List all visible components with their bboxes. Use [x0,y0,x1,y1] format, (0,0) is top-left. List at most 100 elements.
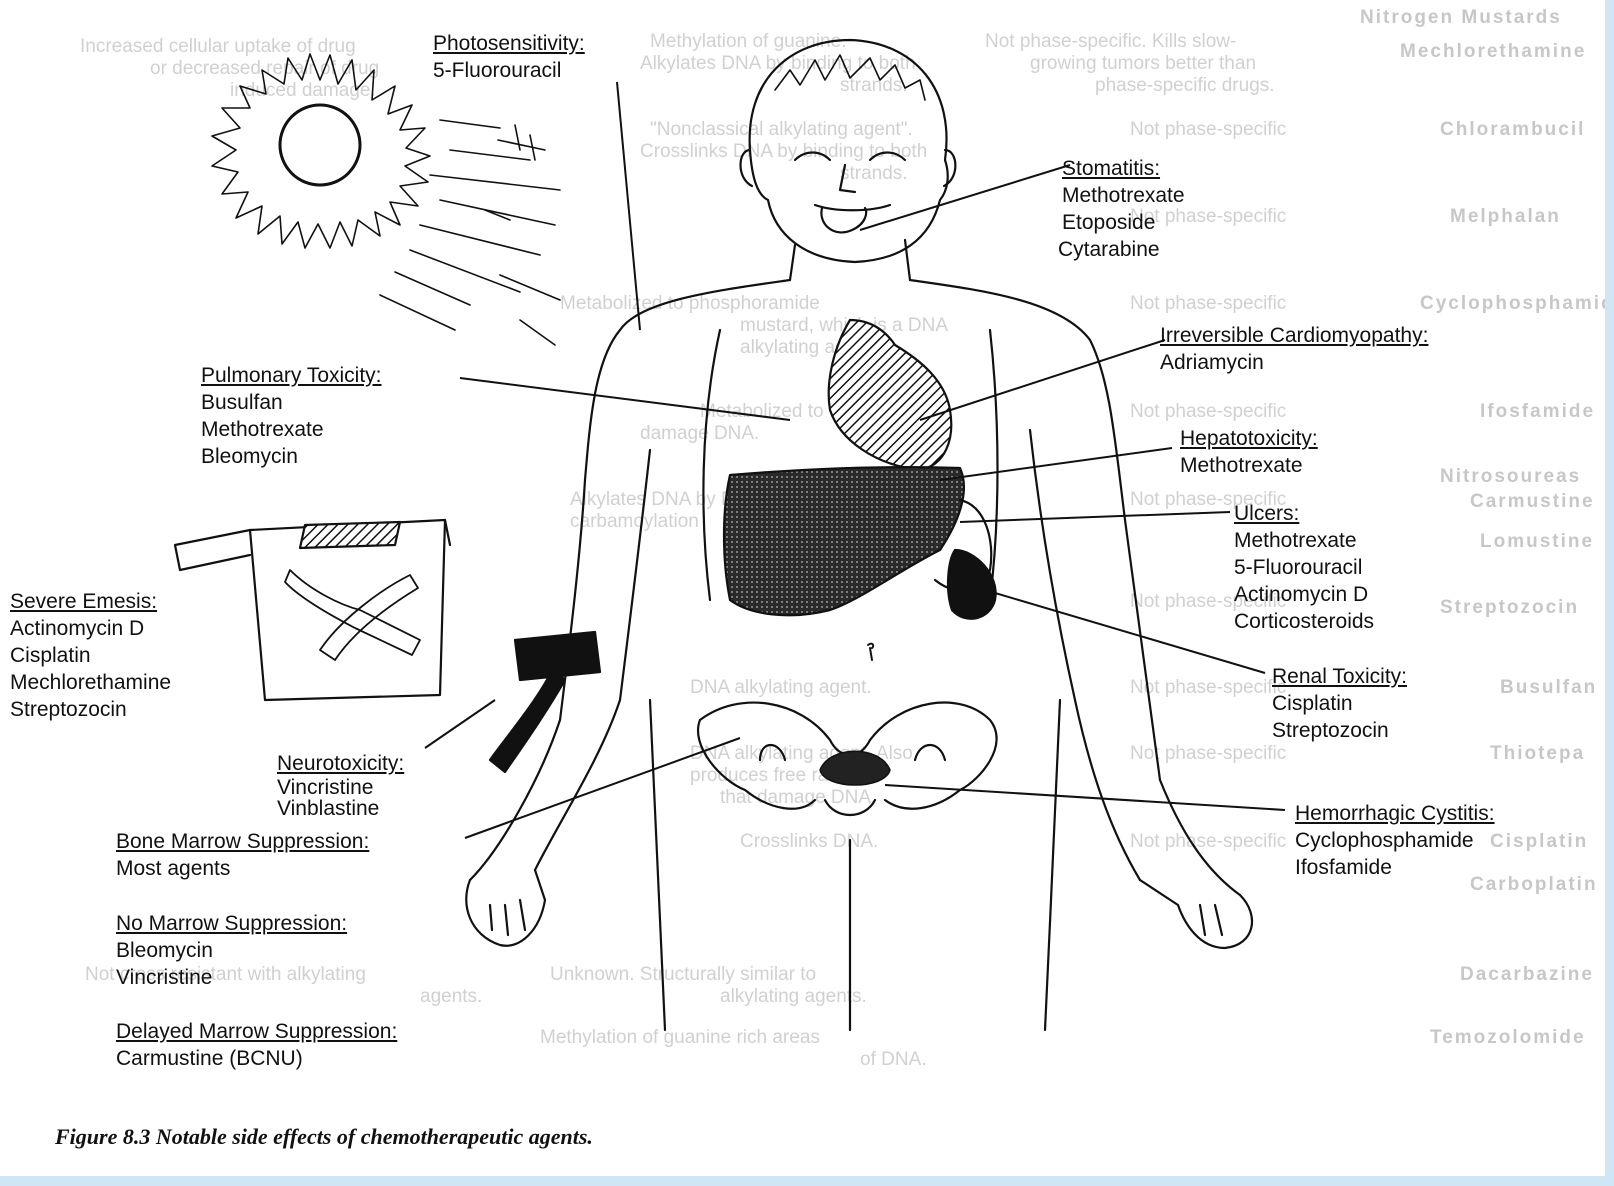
ghost-text: that damage DNA. [720,787,877,808]
label-drug: Methotrexate [1180,454,1303,477]
label-drug: Mechlorethamine [10,671,172,694]
hair [774,54,926,101]
ghost-text: Lomustine [1480,531,1595,552]
leader-photosensitivity [616,81,641,331]
ghost-text: Nitrosoureas [1440,466,1582,487]
ghost-text: mustard, which is a DNA [740,315,949,336]
ghost-text: growing tumors better than [1030,53,1257,74]
ghost-text: Ifosfamide [1480,401,1596,422]
emesis-bag-icon [173,518,452,702]
ghost-text: agents. [420,986,483,1007]
left-arm [468,448,652,882]
label-drug: Bleomycin [116,939,213,962]
mouth [813,203,892,212]
heart [827,318,953,472]
pelvis [697,701,998,816]
hip-bones [758,743,947,762]
label-drug: Methotrexate [201,418,324,441]
label-heading: Severe Emesis: [10,590,158,613]
ghost-text: Not phase-specific [1130,489,1287,510]
ghost-text: induced damage. [230,80,376,101]
label-heading: Pulmonary Toxicity: [201,364,382,387]
label-heading: Hemorrhagic Cystitis: [1295,802,1495,825]
leader-hepatotoxicity [939,447,1173,481]
label-drug: Most agents [116,857,231,880]
label-drug: Vincristine [277,776,374,799]
label-drug: Methotrexate [1234,529,1357,552]
ghost-text: Melphalan [1450,206,1561,227]
ghost-text: Metabolized to [700,401,824,422]
leader-hemorrhagic [884,784,1286,811]
label-drug: Methotrexate [1062,184,1185,207]
label-heading: Renal Toxicity: [1272,665,1408,688]
label-drug: Cyclophosphamide [1295,829,1474,852]
label-no-marrow-suppression: No Marrow Suppression: Bleomycin Vincris… [116,910,347,991]
label-hepatotoxicity: Hepatotoxicity: Methotrexate [1180,425,1318,479]
navel [867,642,875,661]
bladder [819,750,891,786]
label-drug: Actinomycin D [10,617,145,640]
neck [788,238,912,282]
label-heading: Irreversible Cardiomyopathy: [1160,324,1429,347]
label-heading: Bone Marrow Suppression: [116,830,370,853]
right-hand [1138,878,1254,950]
ghost-text: "Nonclassical alkylating agent". [650,119,913,140]
label-drug: Actinomycin D [1234,583,1369,606]
ghost-text: Not phase-specific [1130,591,1287,612]
leader-ulcers [959,511,1231,523]
ghost-text: Not phase-specific [1130,206,1287,227]
label-neurotoxicity: Neurotoxicity: Vincristine Vinblastine [277,750,404,819]
ghost-text: Busulfan [1500,677,1598,698]
label-heading: Stomatitis: [1062,157,1161,180]
leader-bone-marrow [464,737,741,839]
leader-neurotoxicity [424,699,496,749]
label-drug: Streptozocin [1272,719,1389,742]
label-emesis: Severe Emesis: Actinomycin D Cisplatin M… [10,588,171,723]
ghost-text: carbamoylation [570,511,699,532]
ghost-text: strands. [840,75,908,96]
label-drug: Cisplatin [1272,692,1353,715]
ghost-text: Chlorambucil [1440,119,1586,140]
kidney [946,548,997,620]
sun-rays [379,119,561,346]
label-drug: Streptozocin [10,698,127,721]
label-drug: Vinblastine [277,797,380,820]
nose [838,163,857,194]
ghost-text: Increased cellular uptake of drug [80,36,356,57]
ghost-text: Not phase-specific [1130,677,1287,698]
label-drug: 5-Fluorouracil [1234,556,1363,579]
ghost-text: Temozolomide [1430,1027,1586,1048]
label-drug: Adriamycin [1160,351,1264,374]
label-heading: Photosensitivity: [433,32,585,55]
ghost-text: strands. [840,163,908,184]
ghost-text: Carboplatin [1470,874,1598,895]
label-renal: Renal Toxicity: Cisplatin Streptozocin [1272,663,1407,744]
label-drug: Vincristine [116,966,213,989]
ghost-text: Carmustine [1470,491,1595,512]
label-drug: 5-Fluorouracil [433,59,562,82]
label-bone-marrow: Bone Marrow Suppression: Most agents [116,828,369,882]
left-eye [793,151,832,162]
label-drug: Corticosteroids [1234,610,1375,633]
shoulders [558,278,1162,782]
ghost-text: Not phase-specific [1130,293,1287,314]
right-eye [868,151,907,162]
label-heading: No Marrow Suppression: [116,912,348,935]
ghost-text: damage DNA. [640,423,760,444]
legs [648,698,1062,1032]
ghost-text: Methylation of guanine rich areas [540,1027,820,1048]
ghost-text: Crosslinks DNA. [740,831,879,852]
label-heading: Delayed Marrow Suppression: [116,1020,398,1043]
ghost-text: Not cross resistant with alkylating [85,964,366,985]
ghost-text: Alkylates DNA by binding to both [640,53,916,74]
right-arm [1028,428,1242,897]
label-drug: Cytarabine [1058,238,1160,261]
leader-cardiomyopathy [919,339,1166,421]
ghost-text: Mechlorethamine [1400,41,1587,62]
leader-renal [984,589,1266,674]
ghost-text: Nitrogen Mustards [1360,7,1562,28]
ghost-text: phase-specific drugs. [1095,75,1275,96]
label-photosensitivity: Photosensitivity: 5-Fluorouracil [433,30,585,84]
label-drug: Bleomycin [201,445,298,468]
